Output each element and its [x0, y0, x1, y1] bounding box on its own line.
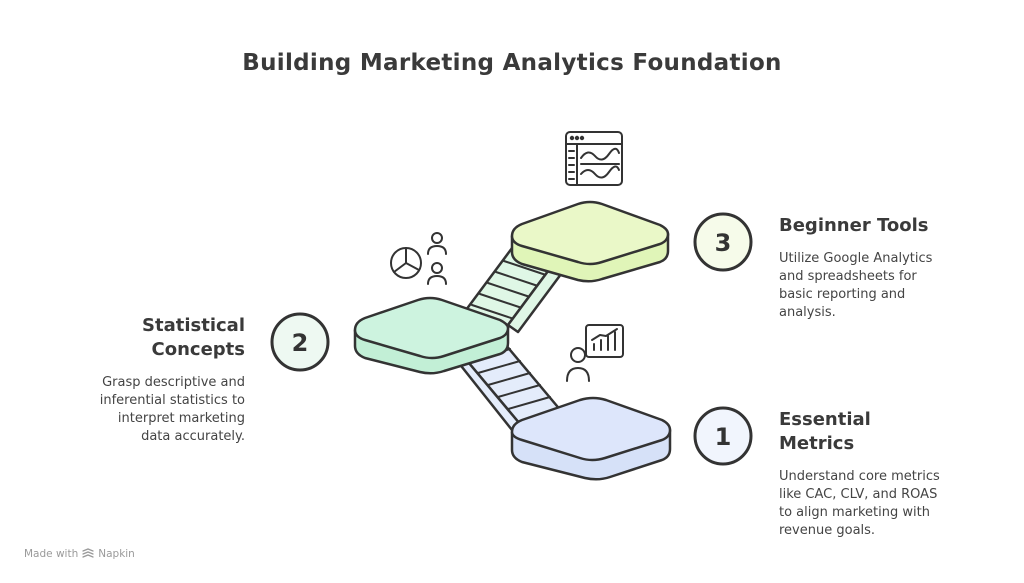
step-1-description: Understand core metrics like CAC, CLV, a… [779, 468, 979, 540]
step-3-desc-line: analysis. [779, 305, 836, 320]
napkin-brand-label: Napkin [98, 548, 135, 560]
platform-1 [510, 396, 672, 481]
step-2-desc-line: Grasp descriptive and [102, 375, 245, 390]
step-1-heading-line1: Essential [779, 409, 871, 430]
step-2-description: Grasp descriptive and inferential statis… [45, 374, 245, 446]
step-1-desc-line: to align marketing with [779, 505, 930, 520]
made-with-label: Made with [24, 548, 79, 560]
made-with-footer: Made with Napkin [24, 548, 135, 560]
step-3-heading-line1: Beginner Tools [779, 215, 929, 236]
step-3-desc-line: and spreadsheets for [779, 269, 917, 284]
platform-2 [353, 296, 510, 375]
svg-text:3: 3 [715, 229, 732, 257]
pie-chart-people-icon [390, 232, 447, 285]
step-1-badge: 1 [693, 406, 753, 466]
step-3-desc-line: basic reporting and [779, 287, 906, 302]
step-2-desc-line: interpret marketing [117, 411, 245, 426]
svg-text:2: 2 [292, 329, 309, 357]
step-2-heading-line1: Statistical [142, 315, 245, 336]
step-2-heading-line2: Concepts [151, 339, 245, 360]
dashboard-window-icon [565, 131, 623, 186]
step-1-desc-line: like CAC, CLV, and ROAS [779, 487, 938, 502]
step-2-heading: Statistical Concepts [60, 314, 245, 362]
step-2-badge: 2 [270, 312, 330, 372]
step-3-heading: Beginner Tools [779, 214, 928, 238]
person-with-chart-icon [566, 324, 624, 382]
step-3-badge: 3 [693, 212, 753, 272]
step-1-heading-line2: Metrics [779, 433, 855, 454]
step-2-desc-line: inferential statistics to [99, 393, 245, 408]
step-1-desc-line: Understand core metrics [779, 469, 940, 484]
platform-3 [510, 200, 670, 283]
step-1-heading: Essential Metrics [779, 408, 871, 456]
step-1-desc-line: revenue goals. [779, 523, 876, 538]
svg-text:1: 1 [715, 423, 732, 451]
napkin-logo-icon [82, 548, 94, 558]
page-title: Building Marketing Analytics Foundation [242, 50, 782, 76]
step-3-description: Utilize Google Analytics and spreadsheet… [779, 250, 979, 322]
step-2-desc-line: data accurately. [141, 429, 245, 444]
step-3-desc-line: Utilize Google Analytics [779, 251, 933, 266]
